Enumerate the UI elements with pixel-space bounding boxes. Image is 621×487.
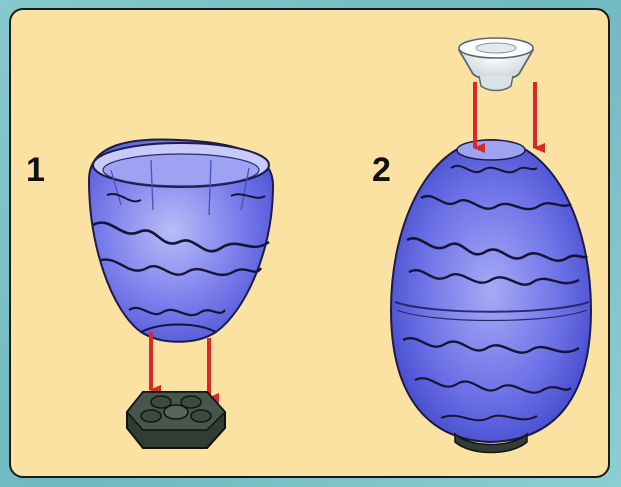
step-1-egg-half (89, 139, 273, 341)
step-2-arrows (475, 82, 535, 148)
clear-top-cap (459, 38, 533, 91)
instruction-panel: 1 2 (9, 8, 610, 478)
assembly-illustration (11, 10, 610, 478)
step-2-full-egg (391, 140, 591, 453)
round-base-plate (127, 392, 225, 448)
